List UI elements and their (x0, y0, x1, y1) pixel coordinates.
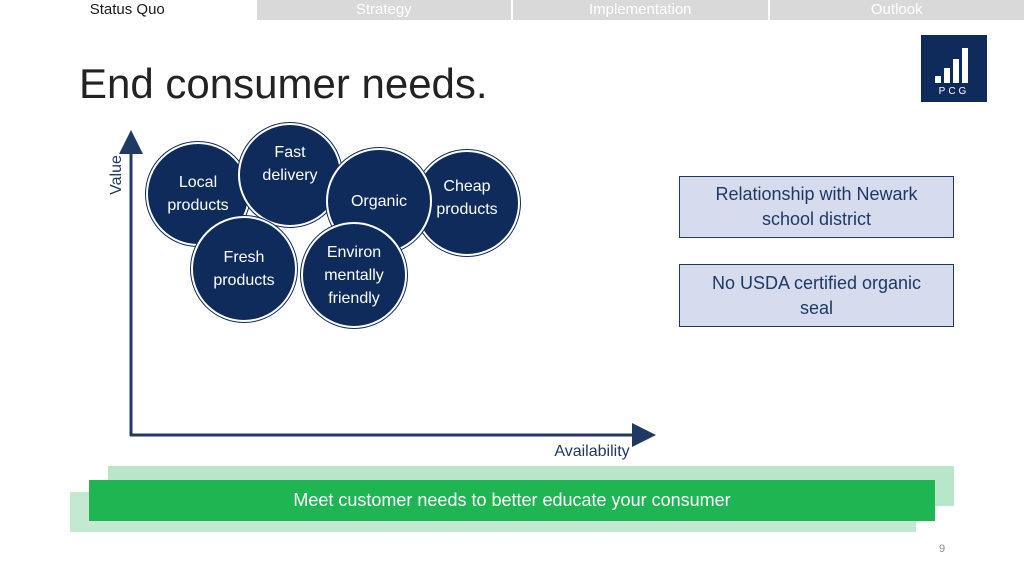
bubble-text: products (436, 201, 498, 218)
bubble-text: delivery (262, 167, 318, 184)
bubble-text: Cheap (443, 178, 491, 195)
tab-strategy[interactable]: Strategy (254, 0, 511, 20)
tab-label: Status Quo (89, 1, 165, 18)
tab-status-quo[interactable]: Status Quo (0, 0, 255, 20)
page-number: 9 (938, 543, 946, 555)
bubble-text: mentally (324, 266, 384, 284)
box-text: seal (799, 297, 834, 318)
banner-text: Meet customer needs to better educate yo… (293, 490, 731, 510)
box-text: school district (761, 209, 872, 229)
y-axis-label: Value (104, 150, 130, 200)
bubble-fresh-products: Fresh products (191, 216, 297, 322)
bubble-text: Environ (326, 243, 382, 261)
tab-outlook[interactable]: Outlook (767, 0, 1024, 20)
tab-label: Implementation (588, 1, 692, 18)
bubble-text: products (213, 272, 275, 289)
key-message-banner: Meet customer needs to better educate yo… (89, 480, 935, 521)
box-text: Relationship with Newark (715, 184, 918, 204)
y-axis-label-text: Value (108, 155, 126, 195)
bubble-text: Fresh (223, 249, 265, 266)
pcg-logo: PCG (921, 35, 987, 102)
section-nav: Status Quo Strategy Implementation Outlo… (0, 0, 1024, 20)
box-text: No USDA certified organic (711, 272, 922, 293)
bubble-environmentally-friendly: Environ mentally friendly (301, 222, 407, 328)
tab-label: Strategy (355, 1, 412, 18)
tab-label: Outlook (870, 1, 923, 18)
x-axis-label: Availability (554, 443, 630, 460)
box-usda-organic-seal: No USDA certified organic seal (679, 264, 954, 327)
bubble-text: products (167, 197, 229, 214)
page-title: End consumer needs. (79, 60, 488, 107)
tab-implementation[interactable]: Implementation (511, 0, 768, 20)
bubble-text: Local (178, 174, 218, 191)
bubble-fast-delivery: Fast delivery (238, 123, 342, 227)
box-newark-relationship: Relationship with Newark school district (679, 176, 954, 238)
bubble-text: Fast (274, 144, 306, 161)
bubble-text: friendly (328, 289, 380, 307)
logo-text: PCG (938, 86, 970, 97)
bubble-text: Organic (350, 192, 408, 210)
bar-chart-logo-icon (935, 48, 968, 83)
